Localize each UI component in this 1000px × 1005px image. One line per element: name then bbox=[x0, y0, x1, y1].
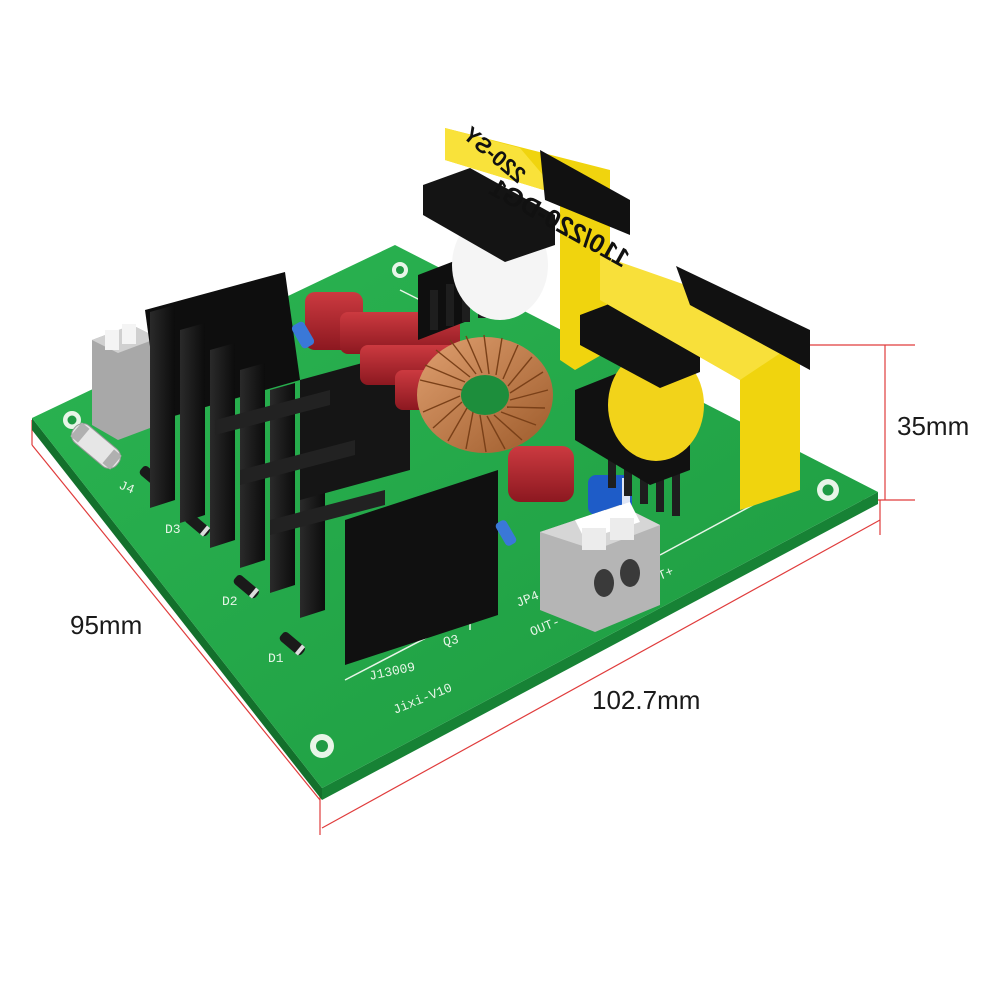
heatsinks bbox=[145, 272, 498, 665]
label-d1: D1 bbox=[268, 651, 284, 666]
toroid-inductor bbox=[417, 334, 553, 453]
width-dimension-label: 102.7mm bbox=[592, 685, 701, 715]
label-j4: J4 bbox=[117, 478, 137, 498]
input-terminal bbox=[92, 324, 158, 440]
label-q3: Q3 bbox=[442, 632, 460, 650]
transformer-back: 220-SY bbox=[418, 121, 630, 370]
label-d2: D2 bbox=[222, 594, 238, 609]
fuse bbox=[70, 422, 122, 470]
height-dimension-label: 35mm bbox=[897, 411, 970, 441]
depth-dimension-label: 95mm bbox=[70, 610, 143, 640]
output-terminal bbox=[540, 502, 660, 632]
label-out-plus: T+ bbox=[656, 564, 676, 584]
label-d3: D3 bbox=[165, 522, 181, 537]
